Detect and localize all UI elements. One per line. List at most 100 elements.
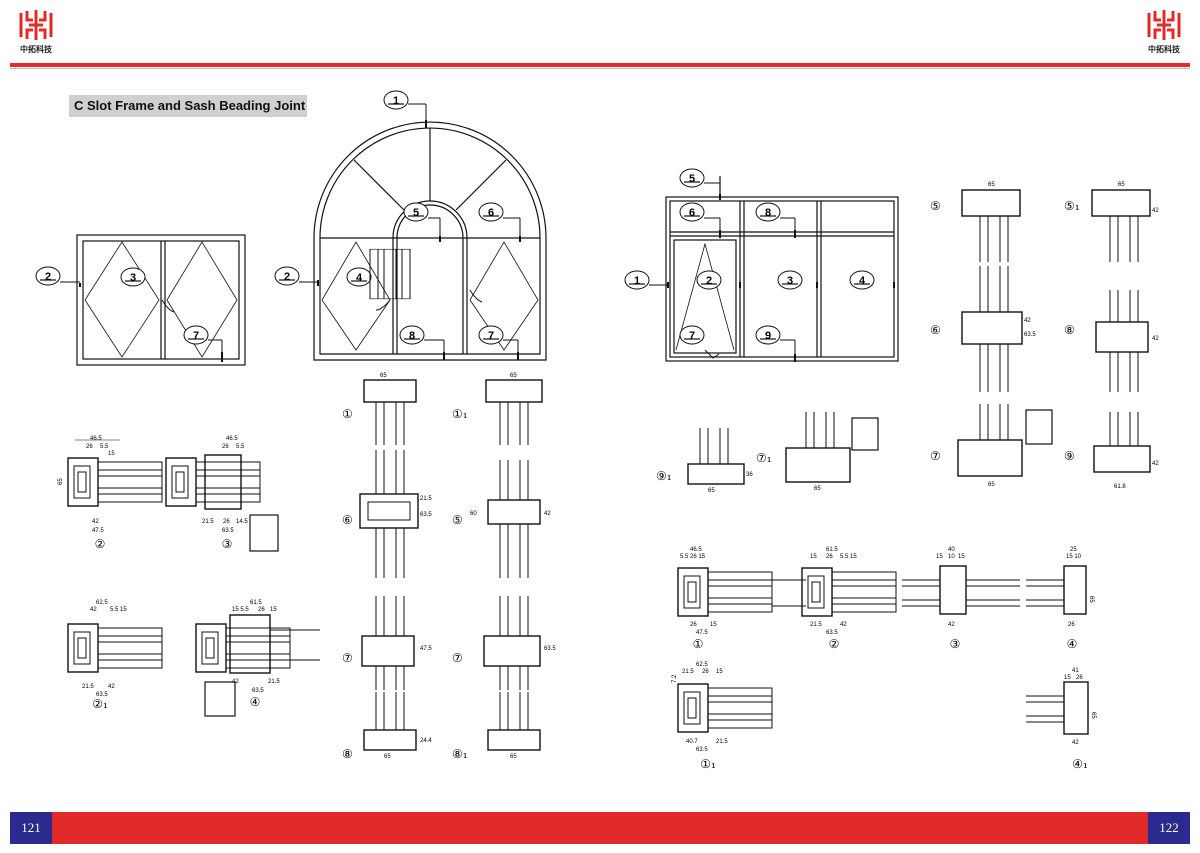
- section-7-vert-b: 63.5 ⑦: [452, 596, 556, 690]
- svg-text:③: ③: [222, 537, 233, 551]
- svg-text:42: 42: [1152, 336, 1159, 342]
- svg-text:63.5: 63.5: [826, 630, 838, 636]
- svg-text:15: 15: [270, 607, 277, 613]
- svg-text:65: 65: [1090, 712, 1096, 719]
- svg-text:2: 2: [706, 275, 712, 287]
- svg-text:③: ③: [950, 637, 961, 651]
- svg-text:42: 42: [1152, 208, 1159, 214]
- svg-text:7: 7: [488, 330, 494, 342]
- svg-text:4: 4: [859, 275, 866, 287]
- svg-text:6: 6: [689, 207, 695, 219]
- svg-text:65: 65: [988, 482, 995, 488]
- section-6-vert: 21.563.5 ⑥: [342, 450, 432, 578]
- right-window-callouts: 5 6 8 1 2 3 4 7 9: [624, 168, 875, 354]
- svg-text:15 5.5: 15 5.5: [232, 607, 249, 613]
- svg-text:42: 42: [90, 607, 97, 613]
- svg-text:15: 15: [958, 554, 965, 560]
- svg-text:42: 42: [1152, 461, 1159, 467]
- svg-text:26: 26: [702, 669, 709, 675]
- svg-text:15 10: 15 10: [1066, 554, 1082, 560]
- svg-text:65: 65: [708, 488, 715, 494]
- svg-text:⑦: ⑦: [452, 651, 463, 665]
- header-rule: [10, 63, 1190, 67]
- svg-text:42: 42: [948, 622, 955, 628]
- svg-text:7: 7: [193, 330, 199, 342]
- svg-text:61.5: 61.5: [826, 547, 838, 553]
- svg-text:②: ②: [829, 637, 840, 651]
- svg-text:5.5: 5.5: [236, 444, 245, 450]
- rsection-7: 65 ⑦: [930, 404, 1053, 488]
- svg-text:65: 65: [384, 754, 391, 760]
- elevation-right-window: [665, 176, 899, 362]
- svg-text:⑥: ⑥: [930, 323, 941, 337]
- brand-name: 中拓科技: [1148, 45, 1180, 54]
- svg-text:65: 65: [1118, 182, 1125, 188]
- svg-text:63.5: 63.5: [696, 747, 708, 753]
- svg-text:5.5 15: 5.5 15: [110, 607, 127, 613]
- footer-bar: [10, 812, 1190, 844]
- svg-text:8: 8: [765, 207, 771, 219]
- svg-text:65: 65: [988, 182, 995, 188]
- rsection-5-1: 65 42 ⑤₁: [1064, 182, 1159, 262]
- svg-text:21.5: 21.5: [716, 739, 728, 745]
- rsection-5: 65 ⑤: [930, 182, 1021, 262]
- svg-text:②: ②: [95, 537, 106, 551]
- svg-text:⑧: ⑧: [1064, 323, 1075, 337]
- brand-logo-left: 中拓科技: [14, 8, 58, 55]
- section-1-1-vert: 65 ①₁: [452, 373, 543, 445]
- svg-text:47.5: 47.5: [696, 630, 708, 636]
- svg-text:42: 42: [232, 679, 239, 685]
- svg-text:65: 65: [510, 754, 517, 760]
- svg-text:63.5: 63.5: [1024, 332, 1036, 338]
- brand-name: 中拓科技: [20, 45, 52, 54]
- svg-text:65: 65: [58, 478, 64, 485]
- svg-text:41: 41: [1072, 668, 1079, 674]
- svg-text:47.5: 47.5: [420, 646, 432, 652]
- page-number-right: 122: [1148, 812, 1190, 844]
- svg-text:5.5 15: 5.5 15: [840, 554, 857, 560]
- section-1-vert: 65 ①: [342, 248, 417, 445]
- svg-text:1: 1: [393, 95, 399, 107]
- svg-text:⑤₁: ⑤₁: [1064, 199, 1080, 213]
- svg-text:①: ①: [342, 407, 353, 421]
- svg-text:65: 65: [814, 486, 821, 492]
- svg-text:26: 26: [86, 444, 93, 450]
- elevation-arch-window: [313, 120, 547, 361]
- arch-callouts: 1 2 4 5 6 8 7: [274, 90, 521, 352]
- rsection-8: 42 ⑧: [1064, 290, 1159, 392]
- svg-text:21.5: 21.5: [82, 684, 94, 690]
- svg-text:5: 5: [689, 173, 695, 185]
- svg-text:⑦: ⑦: [930, 449, 941, 463]
- svg-text:42: 42: [544, 511, 551, 517]
- svg-text:⑤: ⑤: [452, 513, 463, 527]
- svg-text:15: 15: [716, 669, 723, 675]
- section-5-vert: 42 60 ⑤: [452, 460, 551, 578]
- svg-text:46.5: 46.5: [90, 436, 102, 442]
- svg-text:63.5: 63.5: [420, 512, 432, 518]
- svg-text:60: 60: [470, 511, 477, 517]
- elevation-casement-window: [76, 234, 246, 366]
- brand-logo-icon: [19, 10, 53, 40]
- svg-text:65: 65: [510, 373, 517, 379]
- svg-text:63.5: 63.5: [252, 688, 264, 694]
- svg-text:36: 36: [746, 472, 753, 478]
- svg-text:4: 4: [356, 272, 363, 284]
- svg-text:7: 7: [689, 330, 695, 342]
- svg-text:62.5: 62.5: [696, 662, 708, 668]
- svg-text:61.8: 61.8: [1114, 484, 1126, 490]
- rsection-7-1: 65 ⑦₁: [756, 412, 879, 492]
- svg-text:63.5: 63.5: [544, 646, 556, 652]
- svg-text:3: 3: [130, 272, 136, 284]
- svg-text:15: 15: [936, 554, 943, 560]
- svg-text:21.5: 21.5: [420, 496, 432, 502]
- svg-text:46.5: 46.5: [226, 436, 238, 442]
